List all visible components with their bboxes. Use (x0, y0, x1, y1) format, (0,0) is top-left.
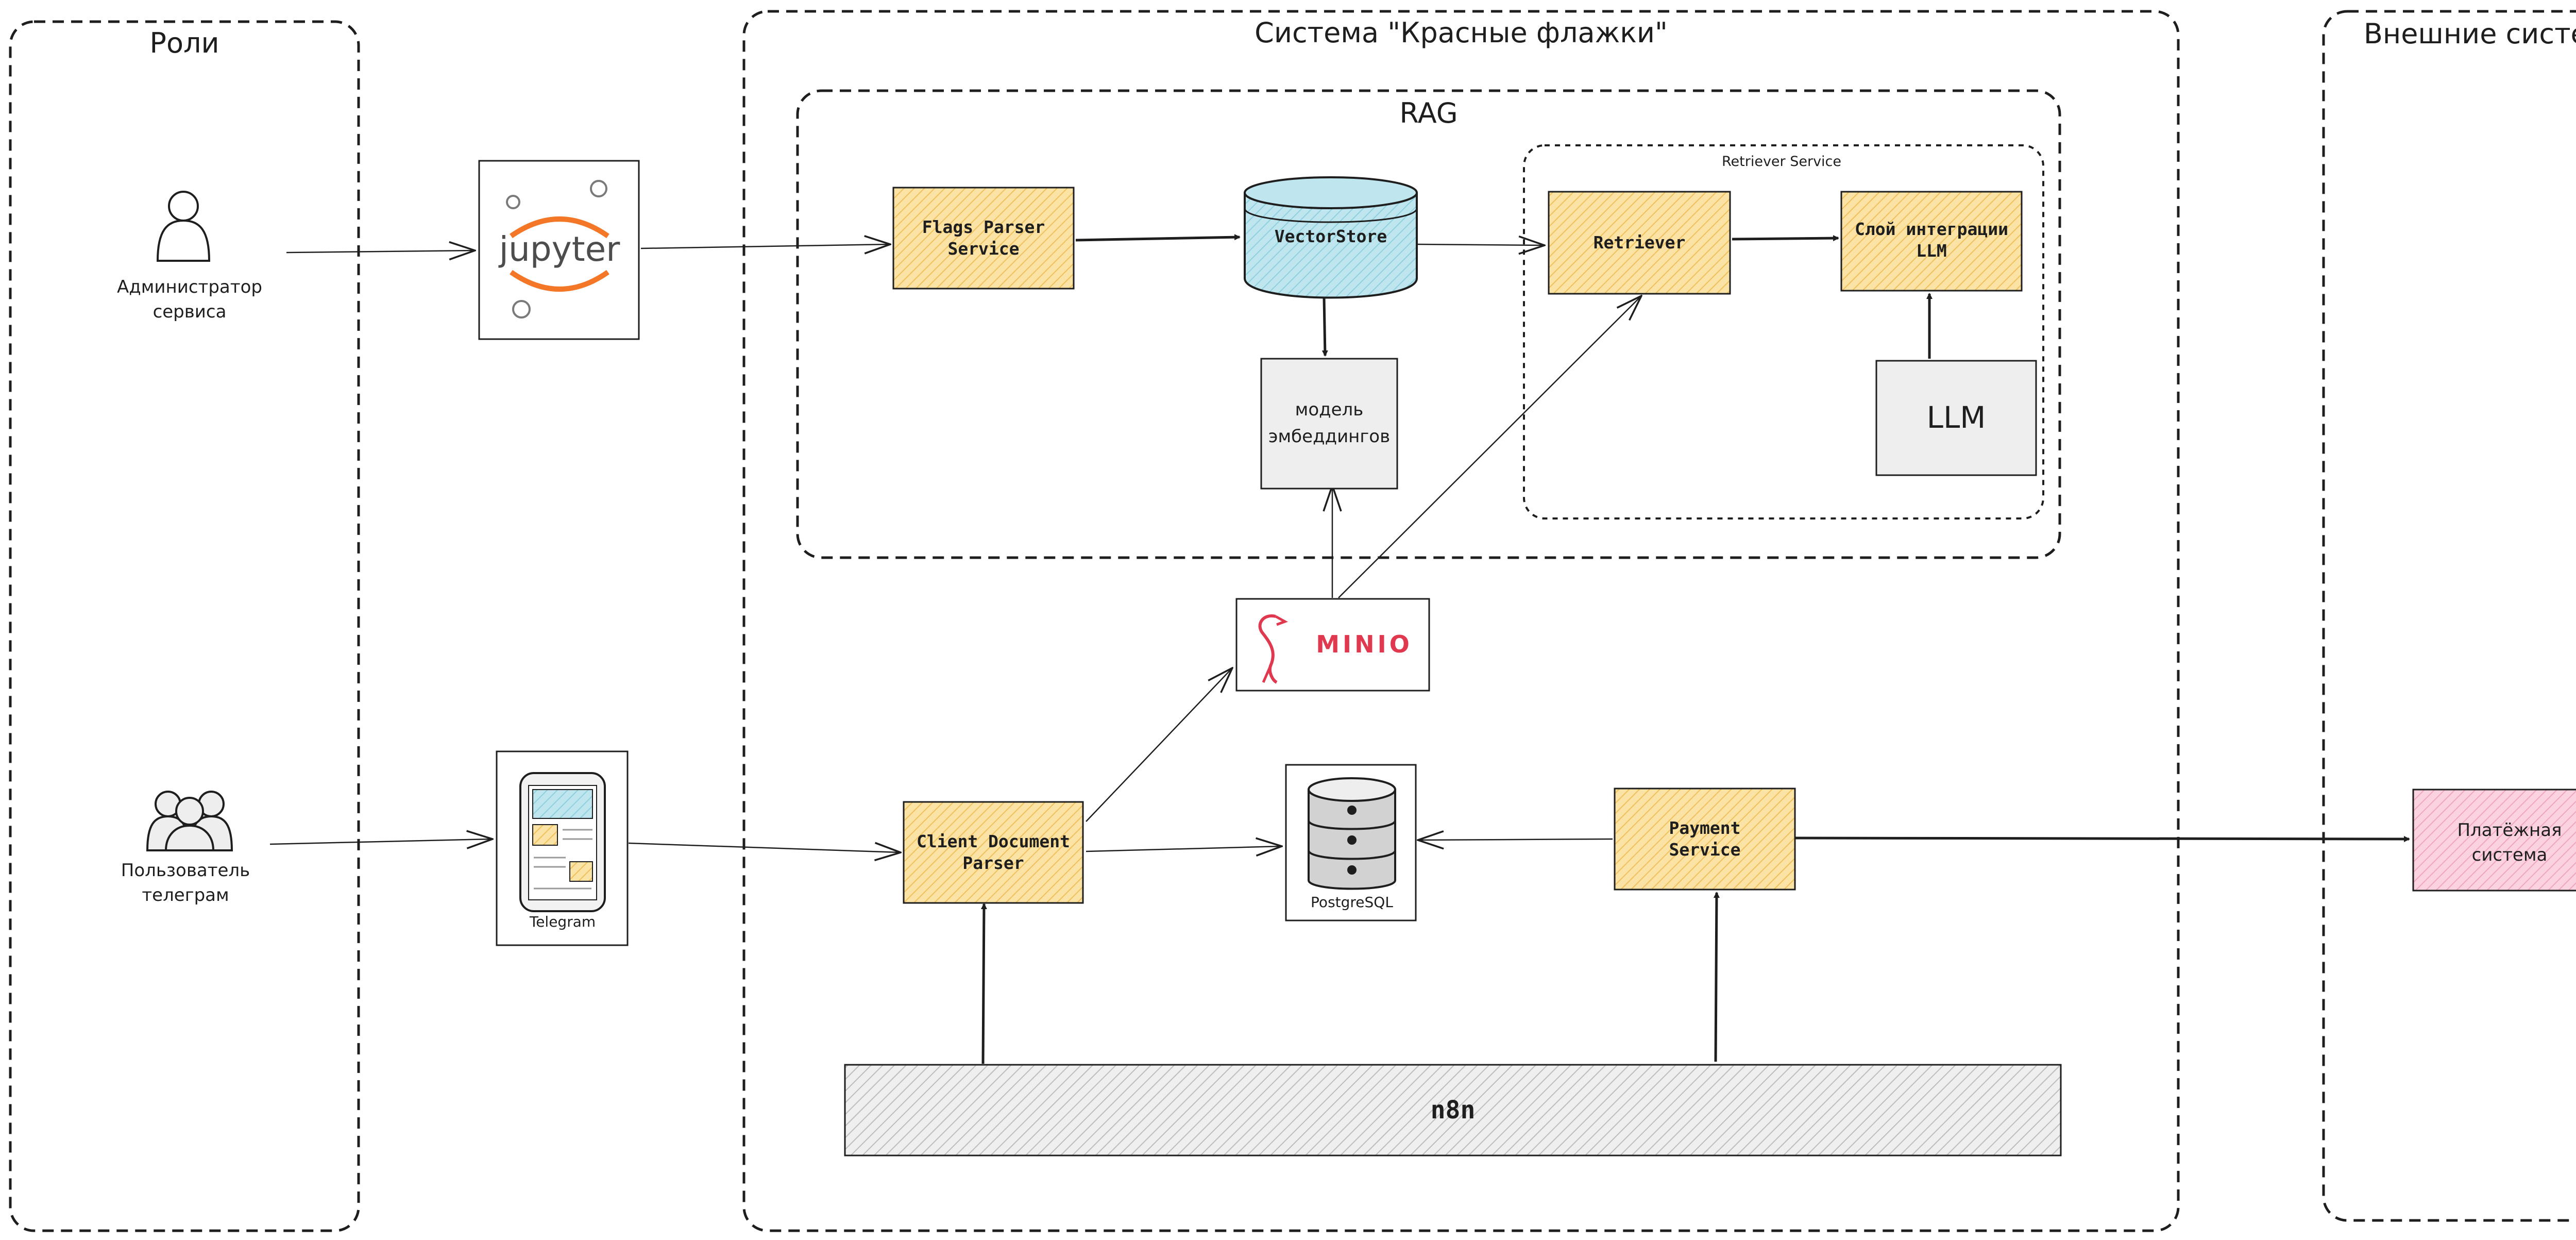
users-group-icon (146, 791, 233, 851)
pay-system-line2: система (2472, 845, 2548, 865)
flamingo-icon (1258, 614, 1288, 684)
arrow-vectorstore-embedding (1321, 297, 1328, 357)
arrow-clientdoc-postgres (1086, 846, 1282, 851)
arrow-minio-retriever (1338, 296, 1641, 598)
arrow-n8n-payment (1713, 892, 1720, 1062)
jupyter-moon-icon (506, 195, 520, 209)
flags-parser-line1: Flags Parser (922, 217, 1045, 237)
postgres-label: PostgreSQL (1311, 894, 1393, 911)
arrow-telegram-clientdoc (628, 843, 901, 852)
admin-label-line2: сервиса (153, 301, 227, 322)
database-icon (1308, 777, 1396, 890)
arrow-clientdoc-minio (1086, 668, 1232, 822)
arrow-user-telegram (269, 839, 493, 844)
llm-integration-layer: Слой интеграции LLM (1840, 191, 2023, 292)
jupyter-moon-icon (590, 180, 607, 197)
admin-label-line1: Администратор (117, 277, 262, 297)
jupyter-orbit-bottom (510, 270, 609, 292)
arrow-n8n-clientdoc (980, 903, 987, 1064)
system-title: Система "Красные флажки" (1255, 16, 1668, 49)
client-document-parser: Client Document Parser (903, 801, 1084, 904)
arrow-admin-jupyter (286, 250, 475, 253)
minio-logo-text: MINIO (1316, 630, 1413, 658)
postgres-box: PostgreSQL (1285, 764, 1417, 921)
llm-label: LLM (1927, 400, 1986, 435)
retriever: Retriever (1548, 191, 1731, 295)
llm-layer-line1: Слой интеграции (1855, 219, 2008, 239)
jupyter-box: jupyter (478, 160, 640, 340)
n8n-label: n8n (1431, 1096, 1476, 1125)
payment-line1: Payment (1669, 818, 1740, 838)
user-label-line1: Пользователь (121, 860, 250, 881)
arrow-flags-vectorstore (1075, 234, 1241, 242)
rag-frame: RAG (796, 89, 2061, 559)
system-frame: Система "Красные флажки" (742, 10, 2180, 1232)
arrow-retriever-llmlayer (1732, 235, 1839, 242)
telegram-box: Telegram (496, 750, 629, 946)
retriever-service-title: Retriever Service (1722, 154, 1841, 170)
user-label-line2: телеграм (142, 885, 229, 906)
person-icon (156, 191, 211, 262)
roles-title: Роли (149, 27, 219, 59)
retriever-service-frame: Retriever Service (1523, 144, 2044, 520)
client-doc-line2: Parser (962, 853, 1024, 873)
jupyter-logo-text: jupyter (498, 229, 621, 269)
arrow-payment-paysystem (1794, 835, 2410, 842)
vectorstore-label: VectorStore (1275, 226, 1387, 246)
vectorstore: VectorStore (1244, 176, 1418, 299)
retriever-label: Retriever (1594, 232, 1686, 253)
llm-model: LLM (1875, 360, 2037, 476)
connectors (269, 234, 2410, 1064)
arrow-jupyter-flags (640, 244, 890, 248)
llm-layer-line2: LLM (1916, 241, 1947, 261)
jupyter-orbit-top (510, 216, 609, 239)
roles-frame: Роли (9, 20, 360, 1232)
external-title: Внешние системы (2364, 18, 2576, 50)
payment-line2: Service (1669, 840, 1740, 860)
embedding-line2: эмбеддингов (1268, 426, 1390, 447)
payment-system: Платёжная система (2412, 789, 2576, 892)
arrow-payment-postgres (1418, 839, 1613, 840)
actor-telegram-user: Пользователь телеграм (121, 791, 250, 906)
arrow-vectorstore-retriever (1417, 244, 1545, 245)
jupyter-moon-icon (512, 300, 531, 319)
actor-admin: Администратор сервиса (117, 191, 262, 322)
embedding-line1: модель (1295, 399, 1364, 420)
embedding-model: модель эмбеддингов (1260, 358, 1398, 490)
rag-title: RAG (1399, 97, 1458, 129)
external-frame: Внешние системы (2322, 10, 2576, 1222)
client-doc-line1: Client Document (917, 831, 1070, 851)
flags-parser-line2: Service (947, 239, 1019, 259)
flags-parser-service: Flags Parser Service (892, 187, 1075, 290)
payment-service: Payment Service (1614, 787, 1796, 891)
n8n-bar: n8n (844, 1064, 2062, 1157)
pay-system-line1: Платёжная (2457, 820, 2562, 841)
telegram-label: Telegram (529, 913, 596, 930)
minio-box: MINIO (1235, 598, 1430, 692)
phone-icon (519, 772, 606, 912)
